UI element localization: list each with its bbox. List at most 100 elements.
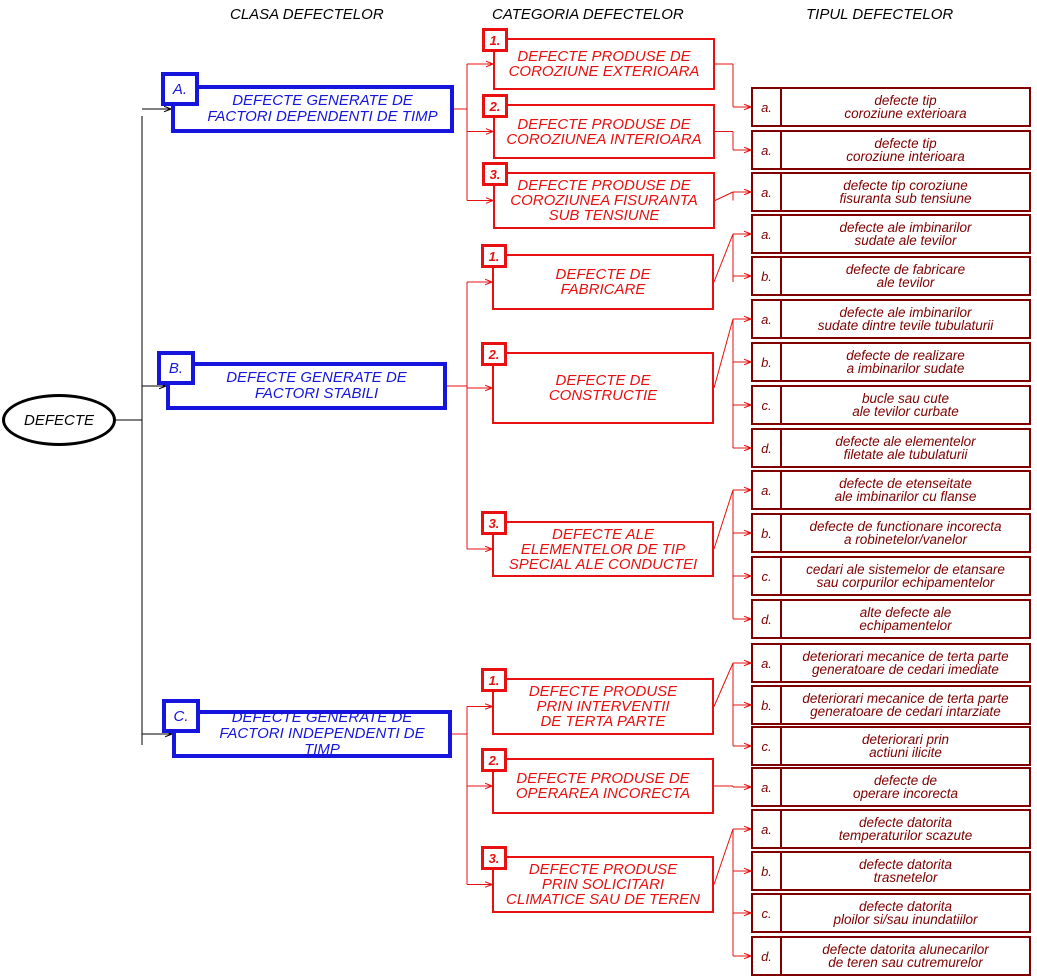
category-label: 1. — [481, 244, 507, 268]
type-label: b. — [753, 515, 782, 551]
class-box: DEFECTE GENERATE DE FACTORI STABILI — [166, 362, 447, 410]
type-box: a. defecte ale imbinarilor sudate dintre … — [751, 299, 1031, 339]
class-label: A. — [161, 72, 199, 106]
class-box: DEFECTE GENERATE DE FACTORI DEPENDENTI D… — [171, 85, 454, 133]
type-box: a. defecte de operare incorecta — [751, 767, 1031, 807]
type-box: b. defecte de functionare incorecta a rob… — [751, 513, 1031, 553]
type-text: defecte datorita ploilor si/sau inundati… — [833, 899, 978, 927]
category-box: DEFECTE PRODUSE DE OPERAREA INCORECTA — [492, 758, 714, 814]
category-box: DEFECTE PRODUSE DE COROZIUNEA FISURANTA … — [493, 172, 715, 229]
type-label: c. — [753, 895, 782, 931]
type-label: b. — [753, 853, 782, 889]
type-feed — [713, 318, 734, 389]
category-label: 1. — [482, 28, 508, 52]
type-text: defecte ale imbinarilor sudate dintre te… — [817, 305, 994, 333]
type-box: a. defecte ale imbinarilor sudate ale tev… — [751, 214, 1031, 254]
type-label: d. — [753, 430, 782, 466]
type-label: c. — [753, 728, 782, 764]
category-box: DEFECTE PRODUSE PRIN SOLICITARI CLIMATIC… — [492, 856, 714, 913]
class-text: DEFECTE GENERATE DE FACTORI STABILI — [226, 369, 407, 402]
category-box: DEFECTE ALE ELEMENTELOR DE TIP SPECIAL A… — [492, 521, 714, 577]
category-label: 2. — [481, 748, 507, 772]
type-feed — [713, 233, 734, 283]
type-feed — [714, 191, 734, 201]
category-label: 3. — [481, 511, 507, 535]
type-label: a. — [753, 769, 782, 805]
category-label: 3. — [481, 846, 507, 870]
type-text: defecte de etenseitate ale imbinarilor c… — [834, 476, 977, 504]
type-text: defecte de functionare incorecta a robin… — [809, 519, 1002, 547]
header-tipul: TIPUL DEFECTELOR — [806, 6, 954, 23]
type-text: defecte de realizare a imbinarilor sudat… — [846, 348, 965, 376]
category-box: DEFECTE DE CONSTRUCTIE — [492, 352, 714, 424]
category-box: DEFECTE PRODUSE DE COROZIUNEA INTERIOARA — [493, 104, 715, 159]
type-text: defecte de fabricare ale tevilor — [845, 262, 966, 290]
type-label: a. — [753, 216, 782, 252]
type-box: b. defecte de realizare a imbinarilor sud… — [751, 342, 1031, 382]
type-box: b. deteriorari mecanice de terta parte ge… — [751, 685, 1031, 725]
type-box: c. deteriorari prin actiuni ilicite — [751, 726, 1031, 766]
category-label: 3. — [482, 162, 508, 186]
type-label: b. — [753, 687, 782, 723]
class-label: B. — [157, 351, 195, 385]
class-text: DEFECTE GENERATE DE FACTORI DEPENDENTI D… — [207, 92, 438, 125]
type-feed — [713, 489, 734, 550]
category-box: DEFECTE PRODUSE DE COROZIUNE EXTERIOARA — [493, 38, 715, 90]
type-box: c.cedari ale sistemelor de etansare sau … — [751, 556, 1031, 596]
type-label: a. — [753, 472, 782, 508]
type-text: defecte datorita trasnetelor — [858, 857, 953, 885]
type-label: c. — [753, 387, 782, 423]
type-text: defecte de operare incorecta — [852, 773, 959, 801]
type-box: b. defecte de fabricare ale tevilor — [751, 256, 1031, 296]
type-label: b. — [753, 344, 782, 380]
type-box: a. defecte datorita temperaturilor scazut… — [751, 809, 1031, 849]
category-box: DEFECTE PRODUSE PRIN INTERVENTII DE TERT… — [492, 678, 714, 735]
type-feed — [713, 828, 734, 885]
type-box: a. defecte tip coroziune interioara — [751, 130, 1031, 170]
type-text: defecte datorita temperaturilor scazute — [838, 815, 973, 843]
type-text: defecte ale imbinarilor sudate ale tevil… — [839, 220, 972, 248]
type-box: d. defecte datorita alunecarilor de teren… — [751, 936, 1031, 976]
class-box: DEFECTE GENERATE DE FACTORI INDEPENDENTI… — [172, 710, 452, 758]
category-label: 2. — [482, 94, 508, 118]
type-text: deteriorari prin actiuni ilicite — [861, 732, 950, 760]
type-label: d. — [753, 938, 782, 974]
type-text: defecte datorita alunecarilor de teren s… — [822, 942, 989, 970]
type-label: a. — [753, 174, 782, 210]
type-box: d. defecte ale elementelor filetate ale t… — [751, 428, 1031, 468]
category-label: 1. — [481, 668, 507, 692]
class-label: C. — [162, 699, 200, 733]
type-box: c. bucle sau cute ale tevilor curbate — [751, 385, 1031, 425]
header-clasa: CLASA DEFECTELOR — [230, 6, 384, 23]
category-label: 2. — [481, 342, 507, 366]
type-label: a. — [753, 89, 782, 125]
type-box: d. alte defecte ale echipamentelor — [751, 599, 1031, 639]
type-label: a. — [753, 301, 782, 337]
type-label: a. — [753, 132, 782, 168]
header-categoria: CATEGORIA DEFECTELOR — [492, 6, 684, 23]
type-label: a. — [753, 645, 782, 681]
type-label: c. — [753, 558, 782, 594]
type-label: d. — [753, 601, 782, 637]
type-text: defecte ale elementelor filetate ale tub… — [835, 434, 976, 462]
class-text: DEFECTE GENERATE DE FACTORI INDEPENDENTI… — [219, 709, 425, 758]
type-text: deteriorari mecanice de terta parte gene… — [802, 691, 1009, 719]
category-box: DEFECTE DE FABRICARE — [492, 254, 714, 310]
type-text: defecte tip coroziune fisuranta sub tens… — [839, 178, 972, 206]
type-box: a. defecte tip coroziune fisuranta sub te… — [751, 172, 1031, 212]
type-text: bucle sau cute ale tevilor curbate — [852, 391, 959, 419]
type-box: a. deteriorari mecanice de terta parte ge… — [751, 643, 1031, 683]
root-node: DEFECTE — [2, 394, 116, 446]
type-text: deteriorari mecanice de terta parte gene… — [802, 649, 1009, 677]
type-box: c. defecte datorita ploilor si/sau inunda… — [751, 893, 1031, 933]
type-box: b. defecte datorita trasnetelor — [751, 851, 1031, 891]
type-text: alte defecte ale echipamentelor — [859, 605, 952, 633]
type-text: defecte tip coroziune exterioara — [844, 93, 967, 121]
type-text: defecte tip coroziune interioara — [846, 136, 965, 164]
type-label: a. — [753, 811, 782, 847]
type-box: a. defecte de etenseitate ale imbinarilor… — [751, 470, 1031, 510]
type-box: a. defecte tip coroziune exterioara — [751, 87, 1031, 127]
type-label: b. — [753, 258, 782, 294]
